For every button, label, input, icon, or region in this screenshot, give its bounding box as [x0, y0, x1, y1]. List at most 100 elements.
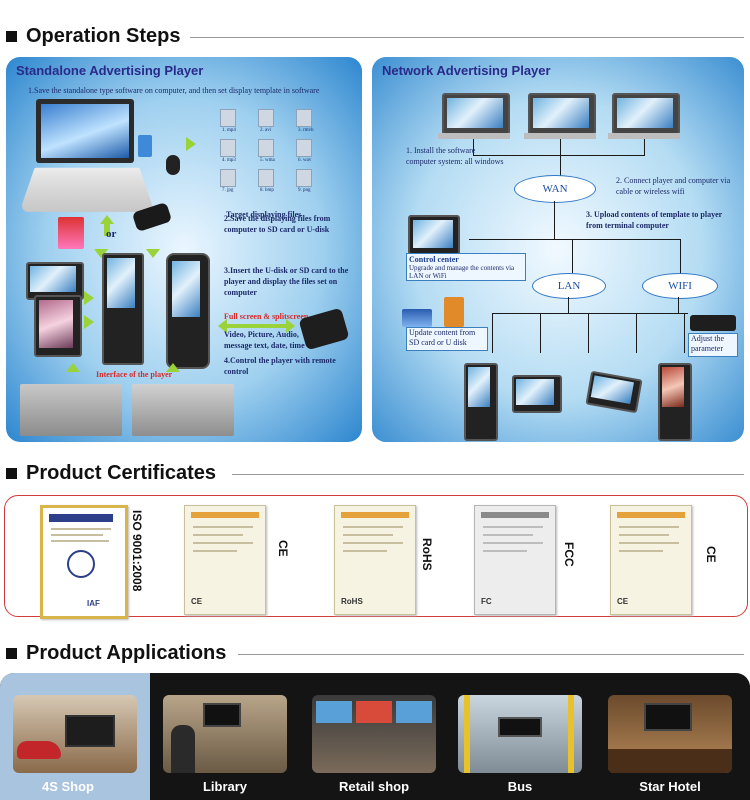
step4-text: 4.Control the player with remote control: [224, 356, 336, 376]
double-arrow-right-icon: [286, 319, 295, 333]
step3-text: 3.Insert the U-disk or SD card to the pl…: [224, 266, 349, 297]
certificate-image[interactable]: CE: [184, 505, 266, 615]
section-title: Operation Steps: [26, 25, 181, 47]
certificate-mark: CE: [191, 597, 203, 606]
connector-line: [492, 313, 493, 353]
arrow-stem: [104, 224, 110, 236]
kiosk-player-image: [658, 363, 692, 441]
certificate-header: [341, 512, 409, 518]
network-title: Network Advertising Player: [382, 63, 551, 78]
applications-heading: Product Applications: [0, 640, 750, 668]
double-arrow-stem: [224, 324, 286, 328]
or-label: or: [106, 228, 117, 240]
certificate-mark: FC: [481, 597, 492, 606]
certificate-line: [51, 534, 103, 536]
connector-line: [678, 297, 679, 313]
file-icon: [258, 139, 274, 157]
certificate-image[interactable]: CE: [610, 505, 692, 615]
connector-line: [568, 297, 569, 313]
application-photo-star-hotel[interactable]: [608, 695, 732, 773]
remote-control-image: [690, 315, 736, 331]
connector-line: [554, 239, 680, 240]
certificate-image[interactable]: IAF: [40, 505, 128, 619]
display-screen: [65, 715, 115, 747]
certificate-line: [343, 542, 403, 544]
wifi-node: WIFI: [642, 273, 718, 299]
connector-line: [680, 239, 681, 273]
double-arrow-left-icon: [218, 319, 227, 333]
operation-steps-heading: Operation Steps: [0, 23, 750, 51]
divider: [238, 654, 744, 655]
control-center-desc: Upgrade and manage the contents via LAN …: [409, 264, 515, 280]
connector-line: [560, 139, 561, 155]
certificate-image[interactable]: FC: [474, 505, 556, 615]
certificate-line: [193, 526, 253, 528]
certificate-header: [617, 512, 685, 518]
application-photo-library[interactable]: [163, 695, 287, 773]
screen-player-image: [512, 375, 562, 413]
handrail: [568, 695, 574, 773]
laptop-base: [608, 133, 680, 139]
connector-line: [560, 155, 561, 179]
laptop-image: [442, 93, 510, 135]
arrow-up-icon: [66, 363, 80, 372]
laptop-image: [19, 99, 155, 217]
upload-text: 3. Upload contents of template to player…: [586, 210, 723, 230]
lan-node: LAN: [532, 273, 606, 299]
display-screen: [356, 701, 392, 723]
connector-line: [469, 239, 555, 240]
certificate-image[interactable]: RoHS: [334, 505, 416, 615]
laptop-base: [438, 133, 510, 139]
wan-node: WAN: [514, 175, 596, 203]
standalone-panel: Standalone Advertising Player 1.Save the…: [6, 57, 362, 442]
certificate-label: ISO 9001:2008: [130, 510, 144, 592]
certificate-line: [193, 542, 253, 544]
media-text: Video, Picture, Audio, message text, dat…: [224, 330, 305, 350]
laptop-base: [524, 133, 596, 139]
kiosk-player-image: [464, 363, 498, 441]
file-name: 9. png: [298, 188, 311, 193]
usb-slot-photo: [132, 384, 234, 436]
certificate-header: [49, 514, 113, 522]
step1-text: 1.Save the standalone type software on c…: [28, 86, 320, 95]
display-screen: [316, 701, 352, 723]
display-screen: [498, 717, 542, 737]
certificate-label: CE: [704, 546, 718, 563]
certificate-mark: RoHS: [341, 597, 363, 606]
display-screen: [203, 703, 241, 727]
kiosk-player-image: [166, 253, 210, 369]
connector-line: [473, 139, 474, 155]
file-name: 1. mp4: [222, 128, 236, 133]
application-photo-4s-shop[interactable]: [13, 695, 137, 773]
heading-bullet-icon: [6, 648, 17, 659]
usb-stick-icon: [138, 135, 152, 157]
arrow-up-icon: [166, 363, 180, 372]
certificate-line: [483, 542, 543, 544]
connector-line: [644, 139, 645, 155]
control-center-monitor: [408, 215, 460, 255]
file-name: 2. avi: [260, 128, 272, 133]
sd-card-icon: [58, 217, 84, 249]
install-text: 1. Install the software computer system:…: [406, 146, 504, 166]
certificate-header: [191, 512, 259, 518]
certificate-label: FCC: [562, 542, 576, 567]
certificate-line: [619, 534, 669, 536]
u-disk-icon: [444, 297, 464, 327]
certificate-line: [193, 550, 237, 552]
connector-line: [588, 313, 589, 353]
standalone-title: Standalone Advertising Player: [16, 63, 204, 78]
application-label: Bus: [507, 779, 533, 794]
mouse-icon: [166, 155, 180, 175]
file-name: 5. wma: [260, 158, 275, 163]
certificate-line: [619, 526, 679, 528]
certificate-line: [619, 550, 663, 552]
application-photo-bus[interactable]: [458, 695, 582, 773]
tablet-player-image: [26, 262, 84, 300]
seal-icon: [67, 550, 95, 578]
certificate-line: [51, 528, 111, 530]
certificate-mark: IAF: [87, 599, 100, 608]
file-icon: [296, 139, 312, 157]
application-photo-retail-shop[interactable]: [312, 695, 436, 773]
certificate-line: [193, 534, 243, 536]
card-slot-photo: [20, 384, 122, 436]
